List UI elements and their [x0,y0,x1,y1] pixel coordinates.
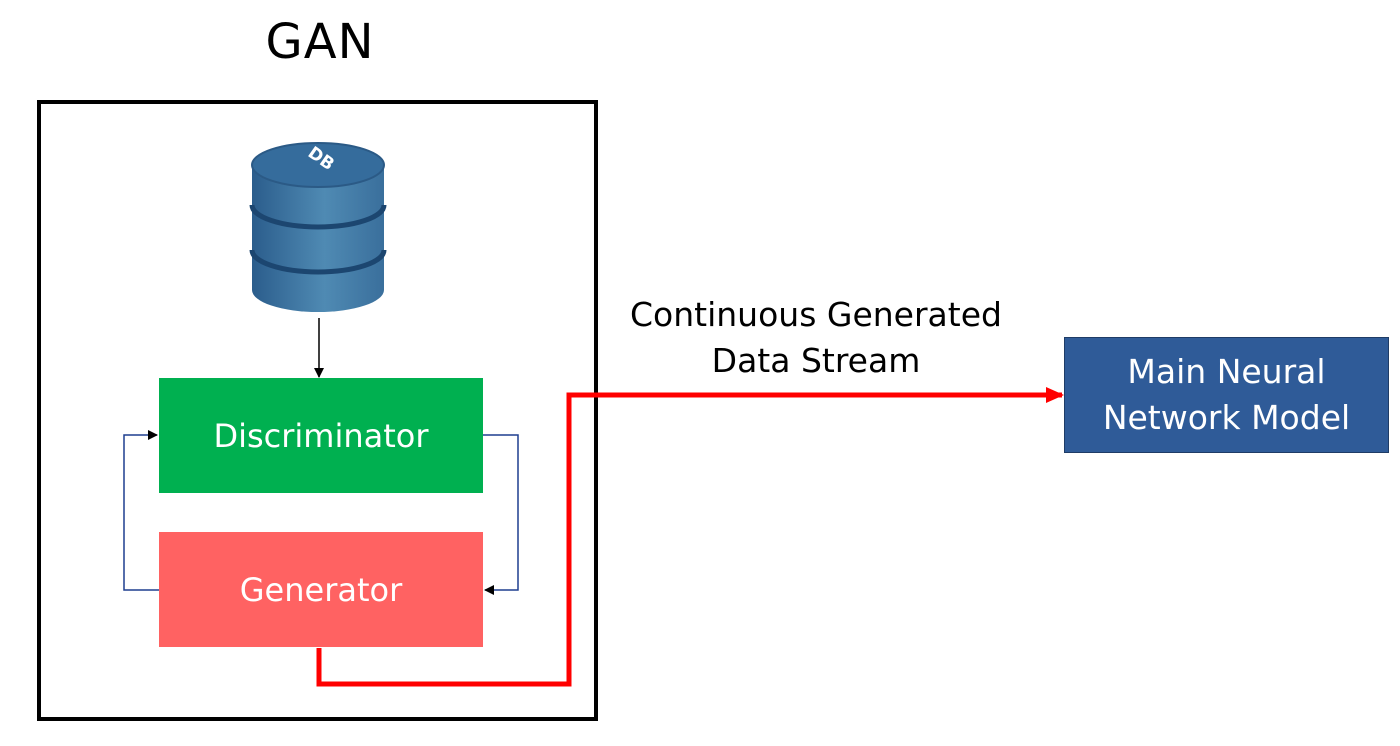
discriminator-to-generator-arrow [483,434,519,595]
main-model-label-line1: Main Neural [1127,352,1326,391]
gan-title: GAN [265,14,375,70]
discriminator-node: Discriminator [159,378,483,493]
main-neural-network-node: Main Neural Network Model [1064,337,1389,453]
generator-label: Generator [239,570,403,609]
generator-node: Generator [159,532,483,647]
data-stream-label-line2: Data Stream [711,341,921,380]
gan-container [37,100,598,721]
database-icon: DB [249,142,387,312]
discriminator-label: Discriminator [213,416,429,455]
data-stream-label-line1: Continuous Generated [630,295,1002,334]
data-stream-arrow [316,387,1064,687]
main-model-label-line2: Network Model [1102,398,1351,437]
data-stream-label: Continuous Generated Data Stream [600,292,1032,384]
generator-to-discriminator-arrow [123,430,159,591]
